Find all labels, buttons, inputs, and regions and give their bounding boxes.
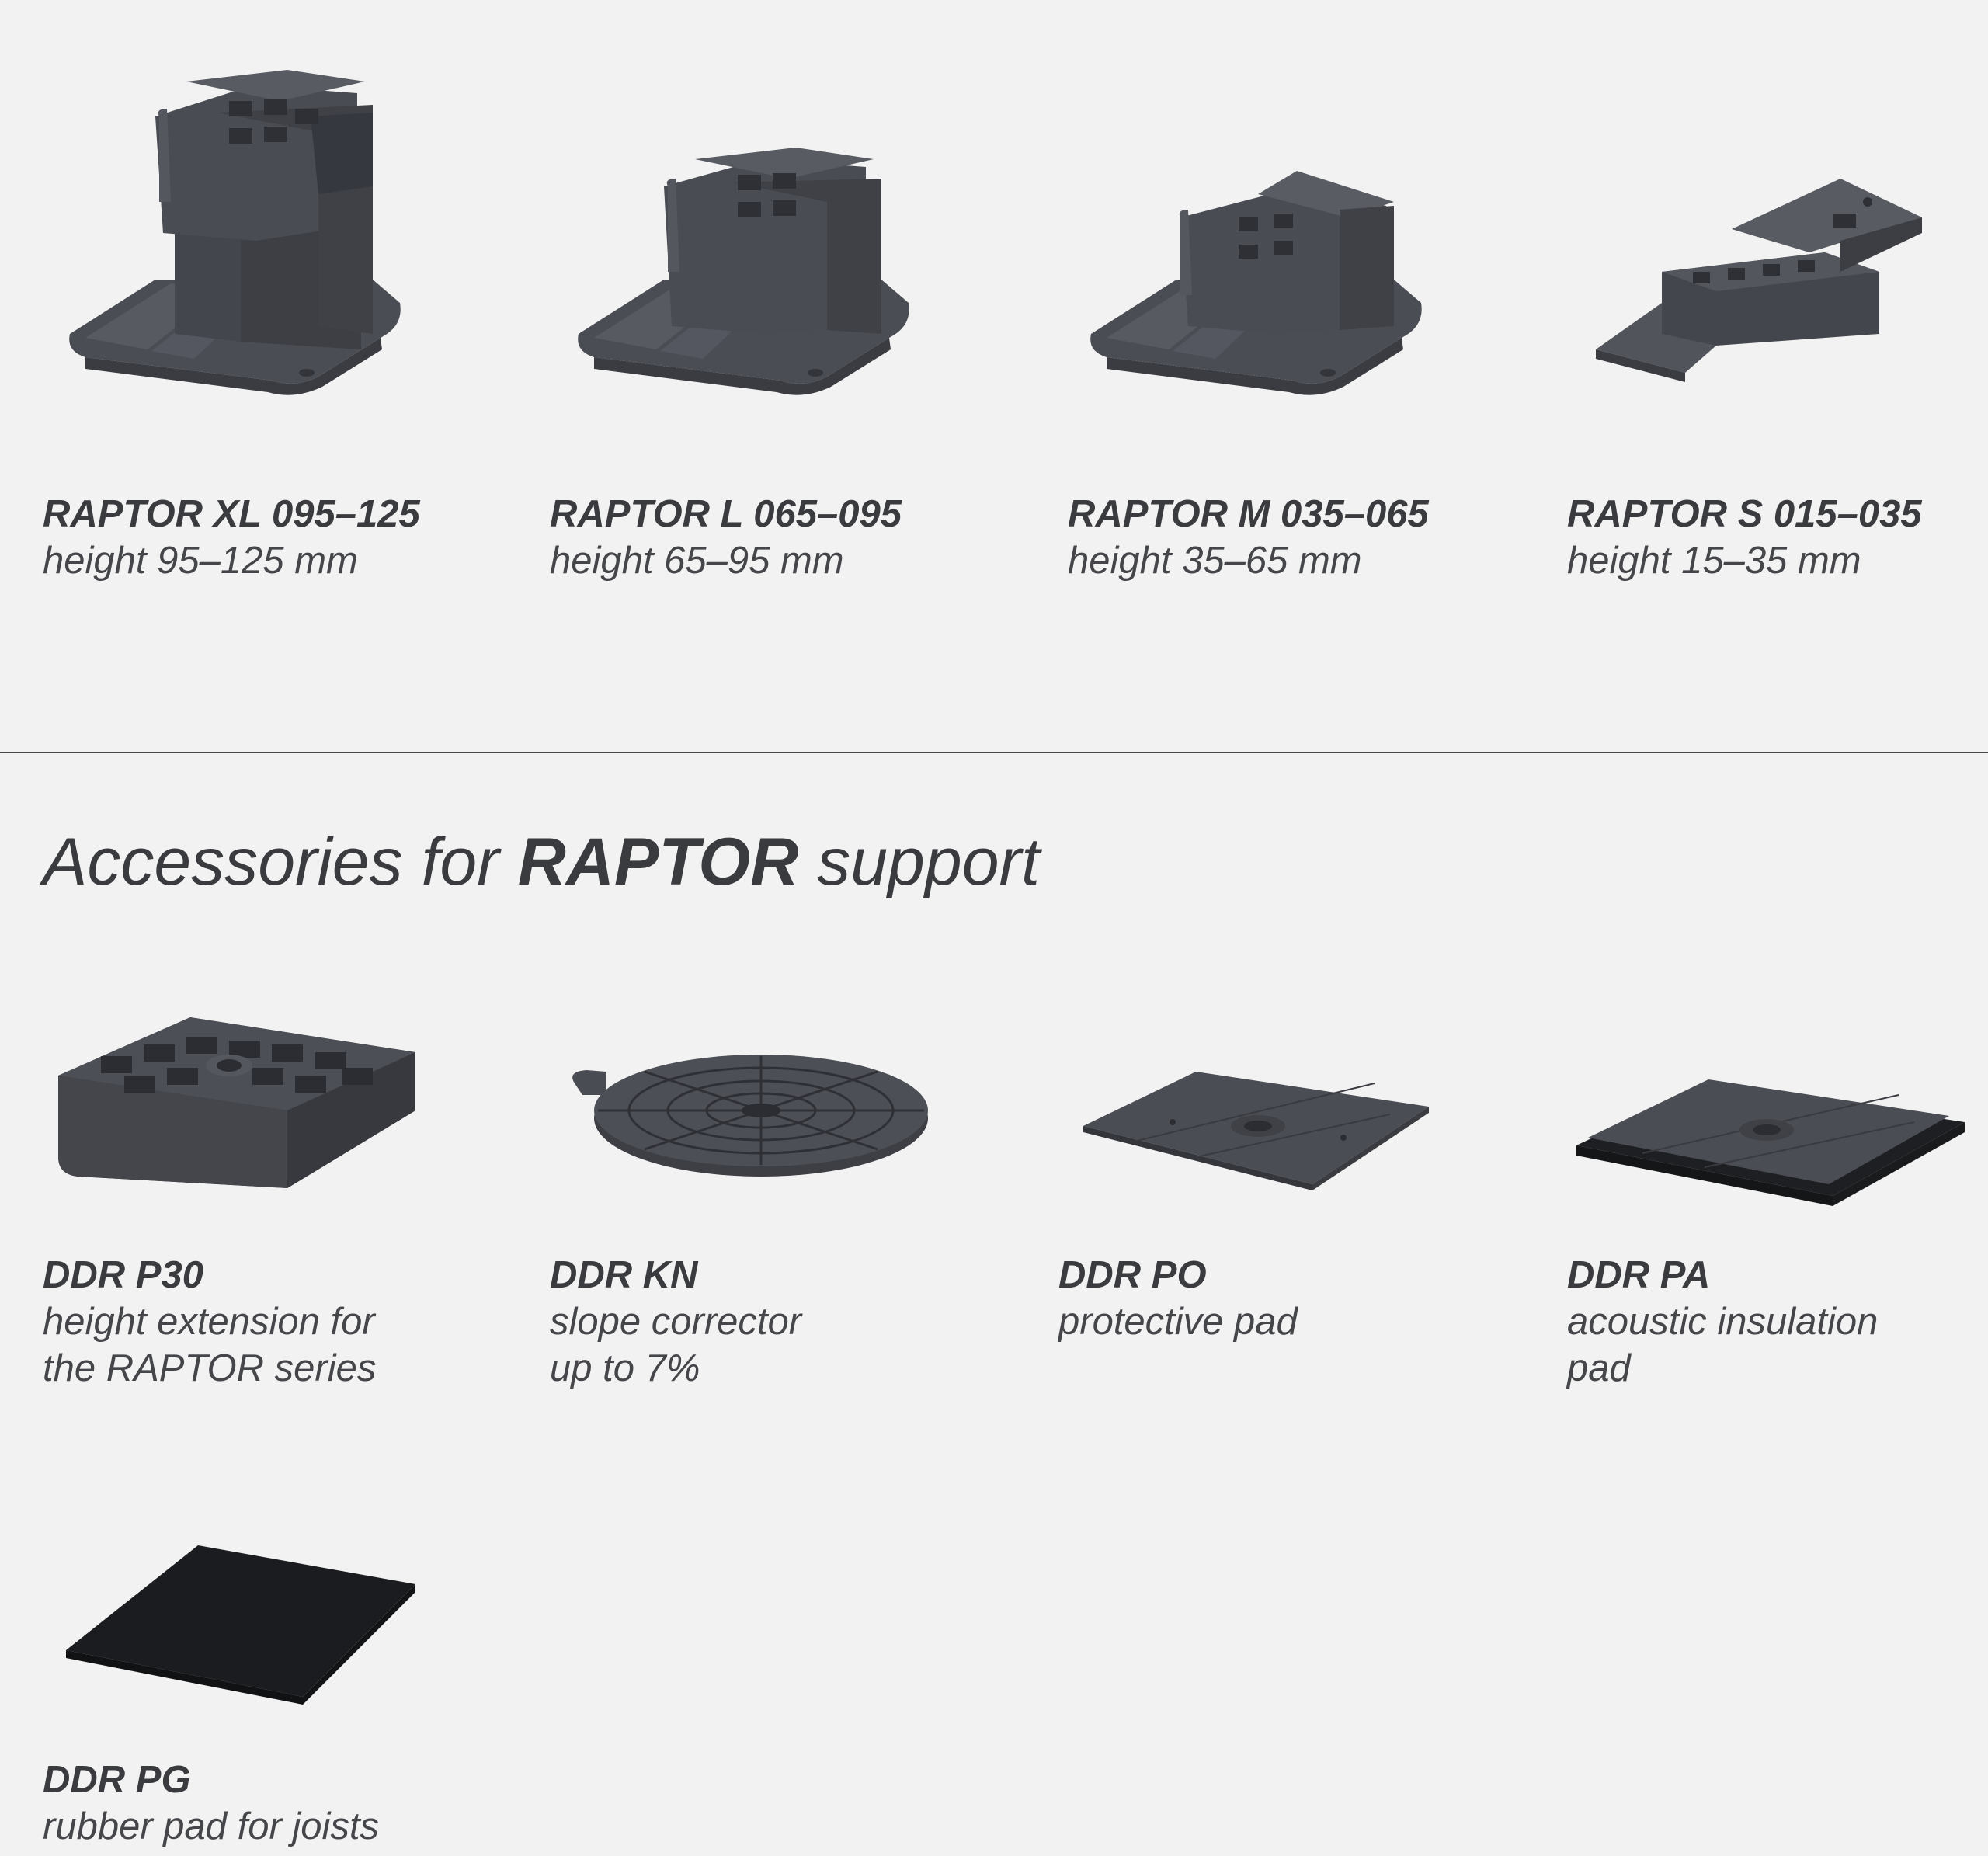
product-description-line-1: protective pad [1058, 1301, 1298, 1343]
ddr-p30-caption: DDR P30 height extension for the RAPTOR … [43, 1252, 376, 1392]
product-title: RAPTOR XL 095–125 [43, 493, 420, 535]
ddr-p30-image [58, 1017, 415, 1188]
product-title: RAPTOR M 035–065 [1068, 493, 1429, 535]
raptor-m-image [1090, 171, 1422, 395]
product-description-line-1: slope corrector [550, 1301, 802, 1343]
product-description-line-2: pad [1567, 1347, 1631, 1389]
raptor-l-image [578, 148, 909, 395]
ddr-pa-image [1576, 1079, 1965, 1206]
product-description: height 15–35 mm [1567, 540, 1861, 582]
product-title: RAPTOR S 015–035 [1567, 493, 1922, 535]
product-description-line-2: up to 7% [550, 1347, 700, 1389]
heading-suffix: support [798, 825, 1041, 899]
raptor-s-image [1596, 179, 1922, 382]
product-title: DDR PG [43, 1759, 191, 1801]
ddr-kn-caption: DDR KN slope corrector up to 7% [550, 1252, 801, 1392]
product-description: height 35–65 mm [1068, 540, 1362, 582]
product-description-line-1: rubber pad for joists [43, 1806, 380, 1847]
ddr-pa-caption: DDR PA acoustic insulation pad [1567, 1252, 1878, 1392]
ddr-po-caption: DDR PO protective pad [1058, 1252, 1298, 1345]
product-description-line-2: the RAPTOR series [43, 1347, 377, 1389]
ddr-kn-image [572, 1055, 928, 1177]
raptor-l-caption: RAPTOR L 065–095 height 65–95 mm [550, 491, 902, 584]
product-title: DDR KN [550, 1254, 698, 1296]
ddr-pg-caption: DDR PG rubber pad for joists [43, 1757, 379, 1850]
product-title: RAPTOR L 065–095 [550, 493, 902, 535]
section-divider [0, 752, 1988, 753]
product-title: DDR PO [1058, 1254, 1207, 1296]
ddr-po-image [1083, 1072, 1429, 1190]
raptor-s-caption: RAPTOR S 015–035 height 15–35 mm [1567, 491, 1922, 584]
raptor-m-caption: RAPTOR M 035–065 height 35–65 mm [1068, 491, 1429, 584]
product-description: height 95–125 mm [43, 540, 358, 582]
accessories-heading: Accessories for RAPTOR support [43, 823, 1040, 901]
product-title: DDR PA [1567, 1254, 1711, 1296]
raptor-xl-caption: RAPTOR XL 095–125 height 95–125 mm [43, 491, 420, 584]
product-description: height 65–95 mm [550, 540, 844, 582]
product-title: DDR P30 [43, 1254, 203, 1296]
ddr-pg-image [66, 1545, 415, 1705]
heading-prefix: Accessories for [43, 825, 518, 899]
raptor-xl-image [69, 70, 401, 395]
product-description-line-1: acoustic insulation [1567, 1301, 1879, 1343]
product-description-line-1: height extension for [43, 1301, 375, 1343]
heading-brand: RAPTOR [517, 825, 799, 899]
